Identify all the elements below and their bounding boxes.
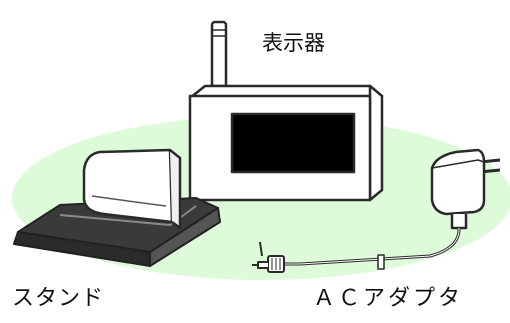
stand	[13, 148, 221, 267]
stand-cradle	[82, 148, 174, 224]
stand-label: スタンド	[12, 286, 105, 311]
display-side-face	[368, 84, 384, 202]
display-screen	[230, 112, 356, 174]
adapter-plug	[252, 241, 285, 273]
ac-adapter	[252, 148, 501, 273]
antenna	[206, 20, 232, 96]
ac-adapter-label: ＡＣアダプタ	[313, 286, 464, 311]
display-label: 表示器	[262, 31, 325, 55]
display-unit	[188, 20, 384, 202]
stand-base-side	[149, 207, 221, 267]
